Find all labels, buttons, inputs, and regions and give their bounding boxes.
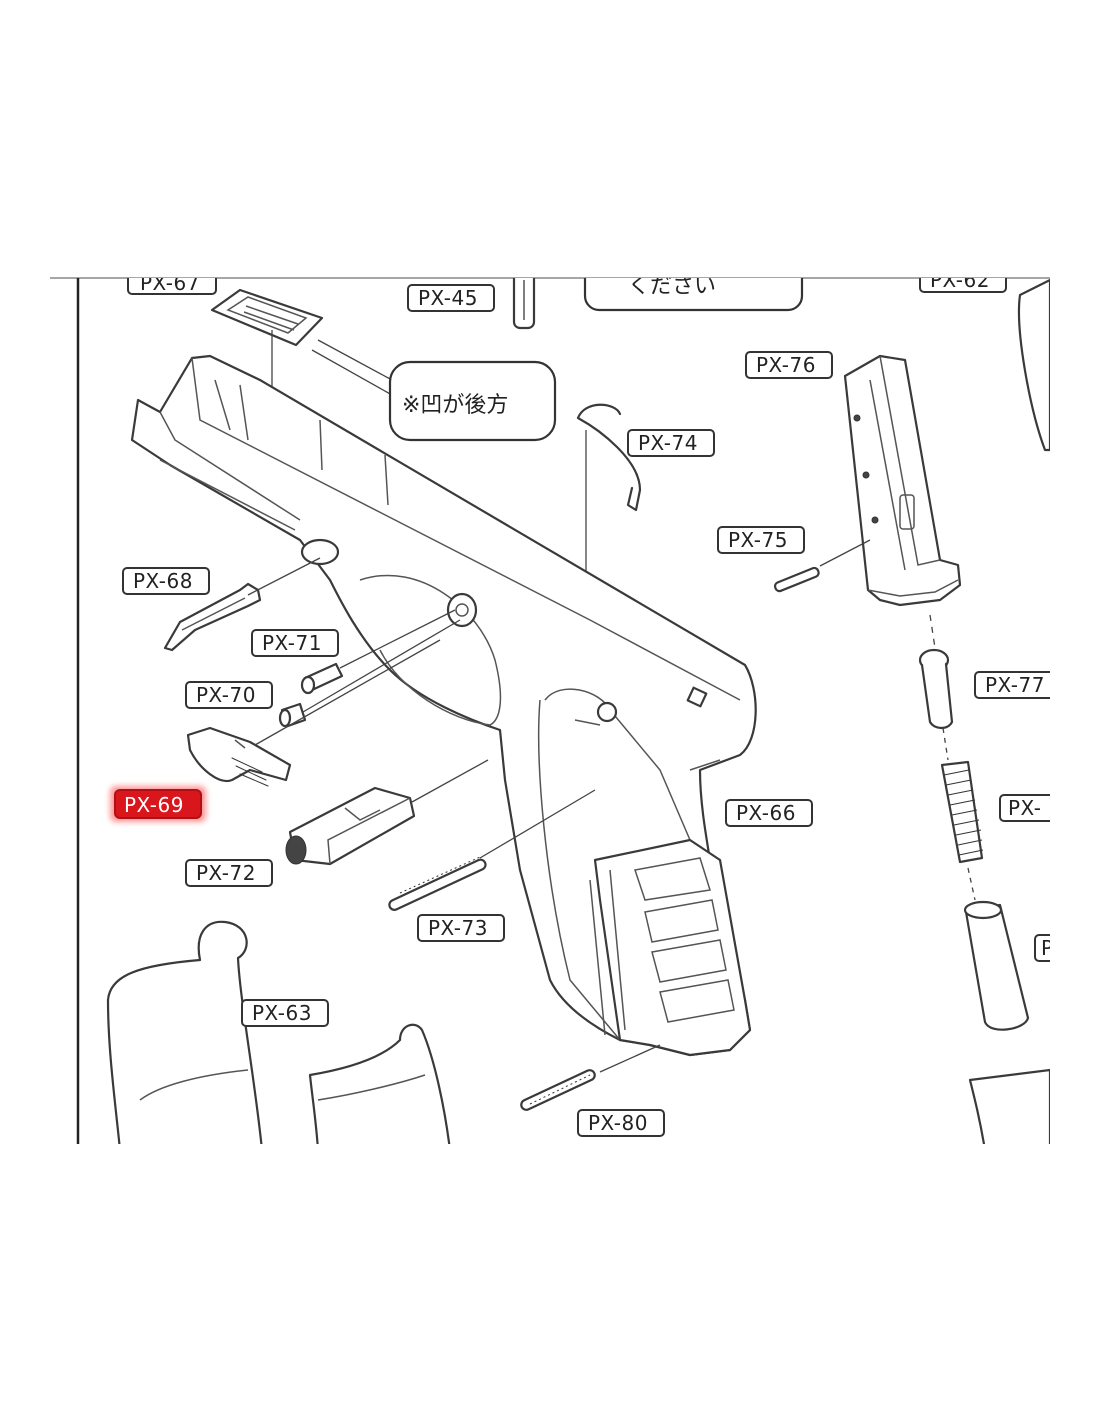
part-px69-safety	[186, 726, 292, 787]
svg-text:PX-76: PX-76	[756, 353, 816, 377]
svg-text:PX-70: PX-70	[196, 683, 256, 707]
part-px70-pin	[278, 702, 307, 728]
part-px45-drawing	[512, 278, 536, 330]
label-px63: PX-63	[241, 999, 329, 1027]
part-px73-pin	[388, 856, 487, 911]
label-px45: PX-45	[407, 284, 495, 312]
label-px62: PX-62	[919, 268, 1007, 293]
part-right-cylinder	[963, 900, 1030, 1031]
svg-text:PX-73: PX-73	[428, 916, 488, 940]
part-px75-pin	[773, 566, 820, 593]
label-px68: PX-68	[122, 567, 210, 595]
svg-text:PX-80: PX-80	[588, 1111, 648, 1135]
part-right-spring	[940, 760, 984, 864]
recess-note-bubble: ※凹が後方	[388, 360, 557, 442]
part-px63-backstrap	[106, 920, 263, 1144]
part-px80-pin	[520, 1069, 596, 1111]
label-px72: PX-72	[185, 859, 273, 887]
part-px66-frame	[130, 354, 757, 1057]
label-px67: PX-67	[127, 271, 217, 295]
svg-text:PX-63: PX-63	[252, 1001, 312, 1025]
label-px70: PX-70	[185, 681, 273, 709]
svg-text:PX-68: PX-68	[133, 569, 193, 593]
svg-text:PX-: PX-	[1008, 796, 1041, 820]
label-px66: PX-66	[725, 799, 813, 827]
label-px71: PX-71	[251, 629, 339, 657]
label-px73: PX-73	[417, 914, 505, 942]
top-note-text: ください	[628, 274, 716, 299]
svg-text:PX-77: PX-77	[985, 673, 1045, 697]
svg-text:PX-45: PX-45	[418, 286, 478, 310]
label-px77: PX-77	[974, 671, 1050, 699]
part-px67-insert	[210, 288, 324, 347]
svg-text:PX-62: PX-62	[930, 268, 990, 292]
recess-note-text: ※凹が後方	[402, 393, 508, 418]
label-px80: PX-80	[577, 1109, 665, 1137]
label-px69-highlighted: PX-69	[114, 789, 202, 819]
label-px-right-mid: PX-	[999, 794, 1050, 822]
svg-text:PX-75: PX-75	[728, 528, 788, 552]
svg-text:PX-74: PX-74	[638, 431, 698, 455]
svg-text:PX-71: PX-71	[262, 631, 322, 655]
label-px-right-low: P	[1034, 934, 1054, 962]
part-px76-magazine	[843, 354, 962, 607]
label-px76: PX-76	[745, 351, 833, 379]
part-px68-lever	[163, 582, 262, 652]
svg-text:PX-67: PX-67	[140, 271, 200, 295]
part-px62-rod	[1017, 278, 1050, 452]
part-px74-spring	[576, 403, 642, 512]
svg-text:P: P	[1041, 936, 1054, 960]
part-px71-screw	[300, 662, 344, 695]
part-px72-block	[285, 786, 416, 866]
part-right-backstrap	[968, 1068, 1050, 1144]
label-px74: PX-74	[627, 429, 715, 457]
label-px75: PX-75	[717, 526, 805, 554]
part-lower-backstrap	[308, 1023, 451, 1144]
part-px77-plunger	[918, 648, 954, 730]
svg-text:PX-72: PX-72	[196, 861, 256, 885]
svg-text:PX-66: PX-66	[736, 801, 796, 825]
top-note-bubble: ください	[583, 274, 804, 312]
svg-text:PX-69: PX-69	[124, 793, 184, 817]
